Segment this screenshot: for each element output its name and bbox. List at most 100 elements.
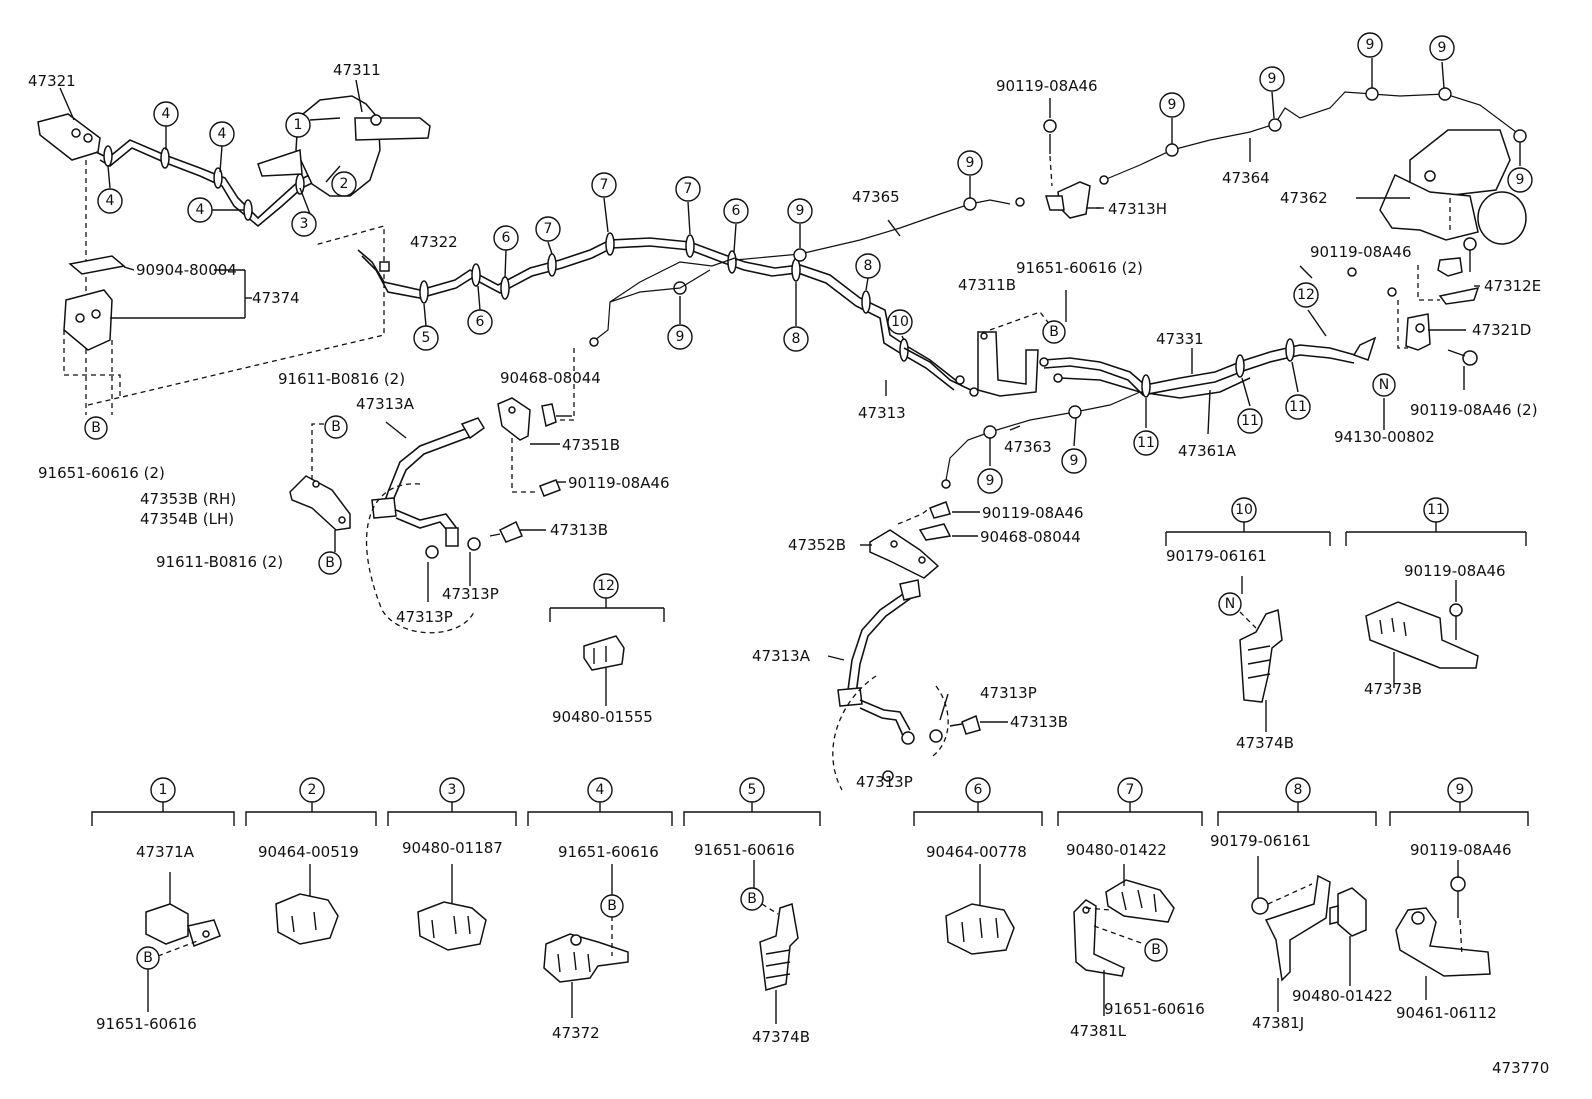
group-12-icon: 12: [593, 573, 619, 599]
label-47354b: 47354B (LH): [140, 510, 234, 528]
main-brake-lines: [357, 87, 1527, 489]
callout-5-icon: 5: [413, 325, 439, 351]
reference-b-icon: B: [600, 894, 624, 918]
label-90119-08a46-b: 90119-08A46: [1310, 243, 1412, 261]
svg-text:4: 4: [596, 782, 605, 798]
label-47373b: 47373B: [1364, 680, 1422, 698]
svg-text:11: 11: [1427, 502, 1445, 518]
svg-text:N: N: [1379, 377, 1389, 393]
reference-b-icon: B: [136, 946, 160, 970]
svg-text:8: 8: [864, 258, 873, 274]
label-47361a: 47361A: [1178, 442, 1237, 460]
callout-4-icon: 4: [187, 197, 213, 223]
svg-text:11: 11: [1137, 435, 1155, 451]
callout-6-icon: 6: [467, 309, 493, 335]
svg-text:9: 9: [796, 203, 805, 219]
svg-text:10: 10: [1235, 502, 1253, 518]
label-47371a: 47371A: [136, 843, 195, 861]
svg-text:9: 9: [1366, 37, 1375, 53]
callout-9-icon: 9: [1259, 66, 1285, 92]
label-91651-60616-2-left: 91651-60616 (2): [38, 464, 165, 482]
label-47352b: 47352B: [788, 536, 846, 554]
figure-number: 473770: [1492, 1059, 1549, 1077]
label-90464-00519: 90464-00519: [258, 843, 359, 861]
label-47381j: 47381J: [1252, 1014, 1304, 1032]
group-1-icon: 1: [150, 777, 176, 803]
label-47381l: 47381L: [1070, 1022, 1127, 1040]
label-91651-60616-2-mid: 91651-60616 (2): [1016, 259, 1143, 277]
label-47353b: 47353B (RH): [140, 490, 236, 508]
label-47374: 47374: [252, 289, 300, 307]
group-10-icon: 10: [1231, 497, 1257, 523]
label-47311b: 47311B: [958, 276, 1016, 294]
group-6-icon: 6: [965, 777, 991, 803]
label-90119-08a46-2: 90119-08A46 (2): [1410, 401, 1538, 419]
svg-text:4: 4: [196, 202, 205, 218]
label-91651-60616-g1: 91651-60616: [96, 1015, 197, 1033]
callout-12-icon: 12: [1293, 282, 1319, 308]
svg-text:B: B: [1151, 942, 1161, 958]
label-47362: 47362: [1280, 189, 1328, 207]
reference-b-icon: B: [1042, 320, 1066, 344]
label-47311: 47311: [333, 61, 381, 79]
svg-text:9: 9: [986, 473, 995, 489]
svg-text:B: B: [325, 555, 335, 571]
svg-text:2: 2: [308, 782, 317, 798]
label-47312e: 47312E: [1484, 277, 1541, 295]
svg-text:12: 12: [1297, 287, 1315, 303]
reference-n-icon: N: [1372, 373, 1396, 397]
front-left-brake-lines: [37, 79, 431, 415]
callout-4-icon: 4: [209, 121, 235, 147]
svg-text:8: 8: [792, 331, 801, 347]
label-90119-08a46-c: 90119-08A46: [982, 504, 1084, 522]
reference-b-icon: B: [1144, 938, 1168, 962]
callout-9-icon: 9: [1061, 448, 1087, 474]
reference-b-icon: B: [324, 415, 348, 439]
label-47313p-b: 47313P: [396, 608, 453, 626]
callout-11-icon: 11: [1237, 408, 1263, 434]
label-47365: 47365: [852, 188, 900, 206]
svg-text:7: 7: [1126, 782, 1135, 798]
label-47374b-b: 47374B: [752, 1028, 810, 1046]
bottom-clamp-groups: [91, 802, 1529, 1024]
label-47313p-c: 47313P: [980, 684, 1037, 702]
svg-text:7: 7: [544, 221, 553, 237]
label-90119-08a46-d: 90119-08A46: [1404, 562, 1506, 580]
label-47331: 47331: [1156, 330, 1204, 348]
group-4-icon: 4: [587, 777, 613, 803]
svg-text:B: B: [143, 950, 153, 966]
group-11-icon: 11: [1423, 497, 1449, 523]
label-91611-b0816-2-b: 91611-B0816 (2): [156, 553, 283, 571]
label-91611-b0816-2-a: 91611-B0816 (2): [278, 370, 405, 388]
part-number-labels: 47321 47311 90904-80004 47374 91651-6061…: [28, 61, 1549, 1077]
callout-11-icon: 11: [1133, 430, 1159, 456]
svg-text:9: 9: [1168, 97, 1177, 113]
reference-b-icon: B: [318, 551, 342, 575]
label-90119-08a46-a: 90119-08A46: [568, 474, 670, 492]
callout-9-icon: 9: [957, 150, 983, 176]
callout-9-icon: 9: [1429, 35, 1455, 61]
label-90461-06112: 90461-06112: [1396, 1004, 1497, 1022]
reference-n-icon: N: [1218, 592, 1242, 616]
svg-text:5: 5: [748, 782, 757, 798]
svg-text:8: 8: [1294, 782, 1303, 798]
svg-text:5: 5: [422, 330, 431, 346]
label-47321: 47321: [28, 72, 76, 90]
callout-4-icon: 4: [153, 101, 179, 127]
callout-11-icon: 11: [1285, 394, 1311, 420]
svg-text:3: 3: [448, 782, 457, 798]
reference-b-icon: B: [84, 416, 108, 440]
group-7-icon: 7: [1117, 777, 1143, 803]
label-47313a-b: 47313A: [752, 647, 811, 665]
label-90179-06161-a: 90179-06161: [1166, 547, 1267, 565]
label-47372: 47372: [552, 1024, 600, 1042]
svg-text:B: B: [1049, 324, 1059, 340]
svg-text:9: 9: [676, 329, 685, 345]
label-47313a-a: 47313A: [356, 395, 415, 413]
label-90468-08044-a: 90468-08044: [500, 369, 601, 387]
svg-text:7: 7: [684, 181, 693, 197]
label-47313b-b: 47313B: [1010, 713, 1068, 731]
callout-8-icon: 8: [855, 253, 881, 279]
callout-markers: 1 2 3 4 4 4 4 5 6 6 6 7 7 7 8 8 9 9 9 9 …: [84, 32, 1533, 970]
